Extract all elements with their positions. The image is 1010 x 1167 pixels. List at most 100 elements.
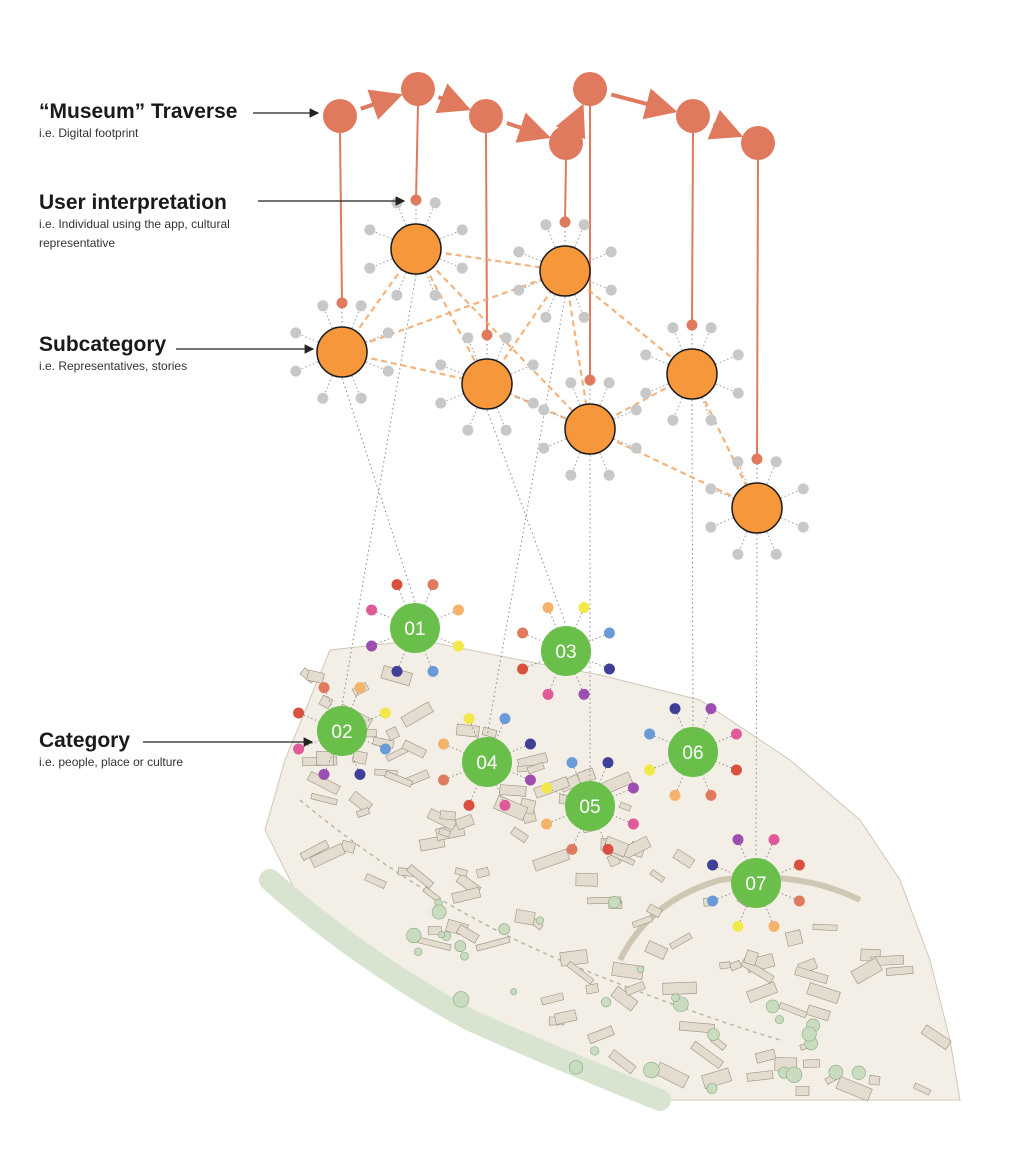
category-satellite-dot [602, 757, 614, 769]
subcategory-circle [564, 403, 616, 455]
satellite-dot [770, 456, 782, 468]
satellite-dot [732, 349, 744, 361]
map-building [646, 903, 663, 918]
map-tree [828, 1064, 844, 1080]
map-river [259, 869, 671, 1111]
satellite-line [365, 361, 389, 372]
category-satellite-dot [578, 602, 590, 614]
category-satellite-dot [379, 707, 391, 719]
map-tree [706, 1082, 718, 1094]
subcategory-circle [390, 223, 442, 275]
map-building [451, 886, 482, 904]
satellite-dot [317, 300, 329, 312]
map-building [355, 807, 371, 818]
satellite-line [322, 305, 333, 329]
category-satellite-dot [644, 764, 656, 776]
traverse-label: “Museum” Traverse i.e. Digital footprint [39, 100, 269, 143]
satellite-dot [732, 387, 744, 399]
map-tree [413, 947, 423, 956]
map-building [481, 726, 498, 739]
traverse-arrow [360, 89, 403, 120]
satellite-dot [355, 300, 367, 312]
map-building [631, 915, 654, 929]
satellite-line [496, 407, 507, 431]
map-building [400, 701, 434, 728]
traverse-node-3 [469, 99, 503, 133]
map-building [920, 1024, 952, 1051]
subcategory-subtitle: i.e. Representatives, stories [39, 359, 188, 373]
vertical-connectors [339, 104, 759, 858]
satellite-dot [513, 284, 525, 296]
category-satellite-dot [438, 738, 450, 750]
user-interpretation-dot [559, 216, 571, 228]
traverse-arrow [555, 103, 586, 140]
traverse-connector [564, 158, 567, 223]
satellite-dot [429, 289, 441, 301]
map-building [794, 966, 829, 984]
map-building [438, 827, 452, 838]
map-building [795, 1085, 810, 1096]
satellite-dot [538, 442, 550, 454]
category-satellite-dot [669, 703, 681, 715]
category-satellite-dot [318, 682, 330, 694]
map-tree [498, 923, 511, 935]
map-building [778, 1001, 808, 1019]
satellite-dot [603, 469, 615, 481]
traverse-subtitle: i.e. Digital footprint [39, 126, 139, 140]
map-building [454, 867, 468, 877]
satellite-dot [290, 365, 302, 377]
subcategory-layer [290, 194, 809, 560]
category-satellite-dot [293, 707, 305, 719]
map-building [364, 873, 387, 889]
traverse-connector [756, 158, 759, 460]
map-road [617, 874, 862, 962]
category-satellite-dot [603, 663, 615, 675]
map-building [784, 929, 804, 947]
user-interpretation-dot [686, 319, 698, 331]
satellite-dot [770, 548, 782, 560]
category-node-3: 03 [517, 602, 615, 700]
satellite-dot [630, 442, 642, 454]
category-satellite-dot [463, 713, 475, 725]
map-building [802, 1058, 820, 1069]
map-tree [460, 951, 469, 961]
satellite-line [467, 337, 478, 361]
map-building [608, 1049, 637, 1075]
map-building [719, 961, 731, 970]
traverse-node-2 [401, 72, 435, 106]
category-satellite-dot [517, 627, 529, 639]
satellite-line [295, 361, 319, 372]
satellite-line [439, 258, 463, 269]
traverse-arrow [435, 83, 472, 114]
map-building [455, 924, 480, 944]
vertical-connector [341, 274, 417, 706]
satellite-dot [391, 197, 403, 209]
satellite-line [439, 229, 463, 240]
traverse-node-6 [676, 99, 710, 133]
map-tree [535, 916, 544, 925]
category-satellite-dot [366, 604, 378, 616]
map-building [454, 813, 475, 831]
map-building [532, 848, 571, 872]
satellite-line [545, 294, 556, 318]
traverse-connector [415, 104, 419, 201]
category-satellite-dot [391, 579, 403, 591]
satellite-dot [605, 284, 617, 296]
map-tree [707, 1028, 720, 1041]
satellite-line [672, 397, 683, 421]
satellite-dot [435, 397, 447, 409]
satellite-line [440, 364, 464, 375]
satellite-dot [797, 521, 809, 533]
map-building [669, 932, 693, 950]
map-tree [671, 993, 680, 1003]
map-building [439, 810, 456, 821]
map-building [662, 981, 697, 996]
map-building [499, 784, 527, 797]
category-satellite-dot [730, 764, 742, 776]
satellite-line [737, 531, 748, 555]
category-satellite-dot [627, 782, 639, 794]
satellite-dot [705, 414, 717, 426]
category-circle [731, 858, 781, 908]
category-satellite-dot [499, 799, 511, 811]
satellite-line [574, 294, 585, 318]
